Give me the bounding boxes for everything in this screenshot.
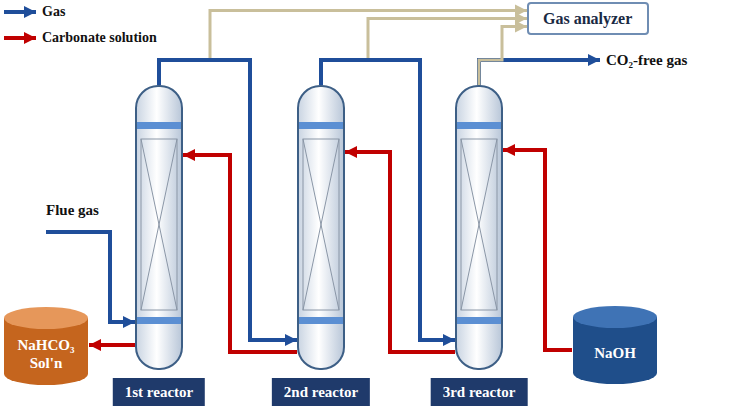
distributor-band xyxy=(137,317,181,324)
storage-tank: NaOH xyxy=(572,305,658,385)
distributor-band xyxy=(299,122,343,129)
legend-label: Carbonate solution xyxy=(42,29,157,47)
vessel-outline xyxy=(455,85,503,370)
packing-line xyxy=(303,139,339,310)
vessel-outline xyxy=(135,85,183,370)
reactor-label-box: 1st reactor xyxy=(113,378,205,406)
legend-label: Gas xyxy=(42,3,65,21)
legend-solution-arrow xyxy=(4,36,36,40)
reactor-label: 2nd reactor xyxy=(284,383,358,401)
reactor-label: 1st reactor xyxy=(125,383,193,401)
tank-text-area: NaHCO₃ Sol'n xyxy=(7,328,85,380)
solution-flow-arrow xyxy=(183,155,297,352)
vessel-outline xyxy=(297,85,345,370)
analyzer-label: Gas analyzer xyxy=(543,9,633,28)
packing-frame xyxy=(303,139,339,310)
analyzer-box: Gas analyzer xyxy=(527,2,649,35)
reactor-label-box: 2nd reactor xyxy=(272,378,370,406)
packing-line xyxy=(303,139,339,310)
packing-line xyxy=(461,139,497,310)
tank-label: NaOH xyxy=(583,344,647,362)
sampling-line xyxy=(159,11,527,85)
tank-top xyxy=(4,307,88,329)
gas-outlet xyxy=(479,60,600,85)
tank-top xyxy=(573,306,657,328)
tank-label: NaHCO₃ Sol'n xyxy=(14,336,78,372)
packing-line xyxy=(141,139,177,310)
vessel-body xyxy=(456,86,502,369)
distributor-band xyxy=(137,122,181,129)
packing-line xyxy=(461,139,497,310)
packing-frame xyxy=(461,139,497,310)
sampling-line xyxy=(479,26,527,85)
inlet-label: Flue gas xyxy=(46,201,99,219)
outlet-label: CO₂-free gas xyxy=(606,51,687,69)
distributor-band xyxy=(457,122,501,129)
vessel-body xyxy=(136,86,182,369)
packing-frame xyxy=(141,139,177,310)
reactor-label-box: 3rd reactor xyxy=(431,378,528,406)
reactor-vessel: 1st reactor xyxy=(135,85,183,370)
tank-text-area: NaOH xyxy=(576,327,654,379)
solution-flow-arrow xyxy=(345,152,455,352)
packing-line xyxy=(141,139,177,310)
reactor-label: 3rd reactor xyxy=(443,383,516,401)
distributor-band xyxy=(299,317,343,324)
legend-gas-arrow xyxy=(4,10,36,14)
reactor-vessel: 3rd reactor xyxy=(455,85,503,370)
reactor-vessel: 2nd reactor xyxy=(297,85,345,370)
solution-flow-arrow xyxy=(89,343,135,347)
storage-tank: NaHCO₃ Sol'n xyxy=(3,306,89,386)
solution-flow-arrow xyxy=(503,150,572,350)
vessel-body xyxy=(298,86,344,369)
distributor-band xyxy=(457,317,501,324)
sampling-line xyxy=(321,19,527,86)
